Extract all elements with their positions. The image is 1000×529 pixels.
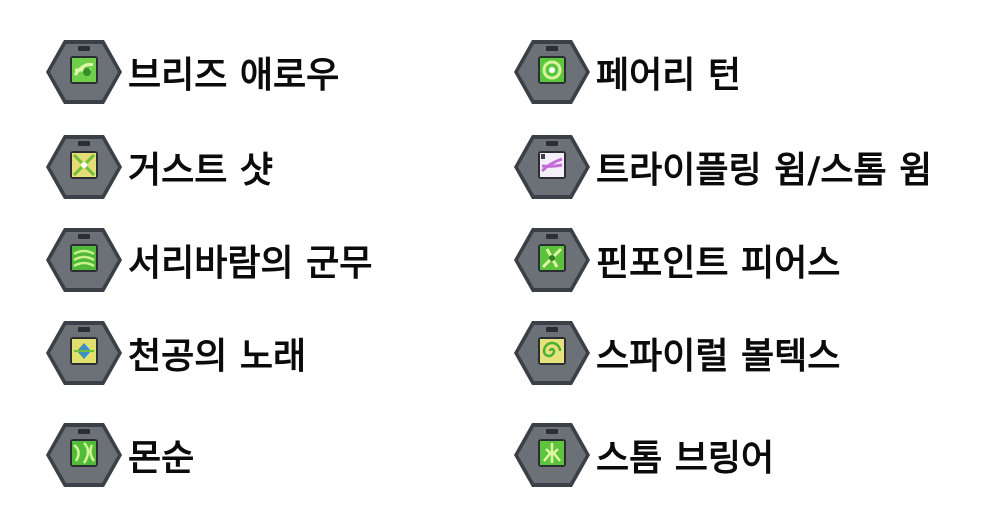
skill-name: 페어리 턴: [596, 55, 742, 96]
skill-item-song-of-heaven[interactable]: 천공의 노래: [44, 313, 306, 393]
skill-item-storm-bringer[interactable]: 스톰 브링어: [512, 415, 774, 495]
skill-item-fairy-turn[interactable]: 페어리 턴: [512, 32, 741, 112]
skill-name: 천공의 노래: [128, 336, 307, 377]
skill-item-monsoon[interactable]: 몬순: [44, 415, 194, 495]
skill-item-frost-wind-dance[interactable]: 서리바람의 군무: [44, 220, 372, 300]
skill-name: 핀포인트 피어스: [596, 243, 841, 284]
skill-name: 브리즈 애로우: [128, 55, 340, 96]
breeze-arrow-icon: [46, 40, 122, 104]
skill-name: 거스트 샷: [128, 150, 274, 191]
skill-name: 트라이플링 윔/스톰 윔: [596, 150, 933, 191]
trifling-whim-icon: [514, 135, 590, 199]
frost-wind-dance-icon: [46, 228, 122, 292]
skill-name: 스파이럴 볼텍스: [596, 336, 841, 377]
gust-shot-icon: [46, 135, 122, 199]
skill-item-trifling-whim[interactable]: 트라이플링 윔/스톰 윔: [512, 127, 932, 207]
skill-item-spiral-vortex[interactable]: 스파이럴 볼텍스: [512, 313, 840, 393]
skill-name: 몬순: [128, 438, 195, 479]
spiral-vortex-icon: [514, 321, 590, 385]
skill-item-breeze-arrow[interactable]: 브리즈 애로우: [44, 32, 339, 112]
pinpoint-pierce-icon: [514, 228, 590, 292]
skill-item-gust-shot[interactable]: 거스트 샷: [44, 127, 273, 207]
storm-bringer-icon: [514, 423, 590, 487]
skill-name: 서리바람의 군무: [128, 243, 373, 284]
skill-name: 스톰 브링어: [596, 438, 775, 479]
song-of-heaven-icon: [46, 321, 122, 385]
fairy-turn-icon: [514, 40, 590, 104]
skill-item-pinpoint-pierce[interactable]: 핀포인트 피어스: [512, 220, 840, 300]
monsoon-icon: [46, 423, 122, 487]
